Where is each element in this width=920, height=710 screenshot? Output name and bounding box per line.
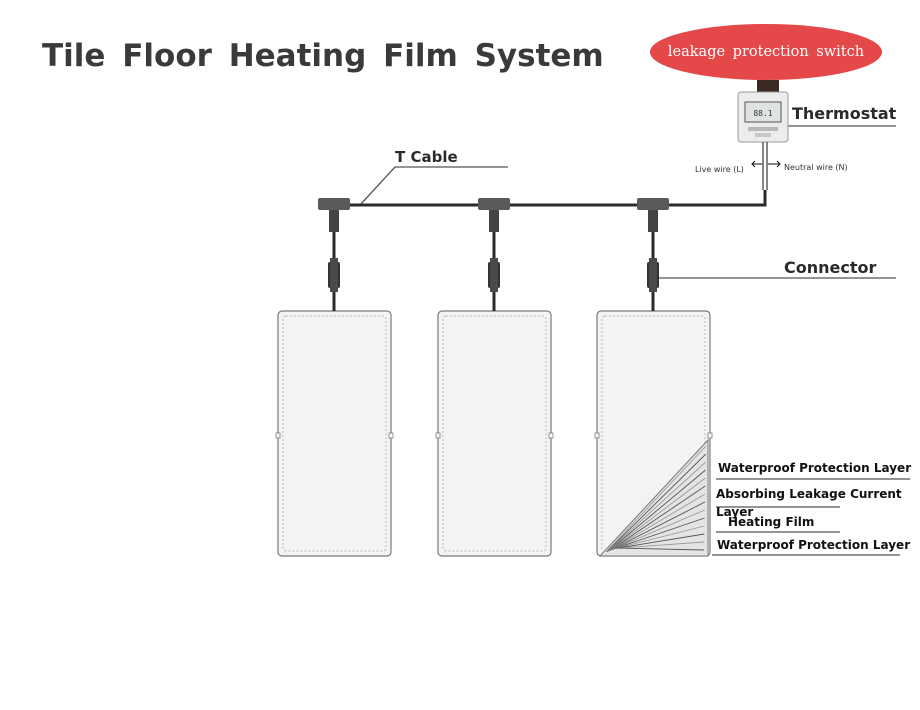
- layer-stripe: [615, 541, 705, 549]
- connector-body: [649, 258, 657, 292]
- thermostat-display: 88.1: [753, 109, 772, 118]
- heating-film-panel: [437, 310, 552, 557]
- wire-arrows: [751, 142, 781, 190]
- connector-body: [490, 258, 498, 292]
- layer-stripes: [605, 445, 707, 553]
- panel-border-dots: [601, 315, 706, 552]
- switch-label: leakage protection switch: [667, 44, 865, 60]
- layer-stripe: [611, 501, 706, 551]
- layer-label-waterproof-top: Waterproof Protection Layer: [718, 461, 912, 475]
- panel-border-dots: [442, 315, 547, 552]
- panel-terminal: [707, 432, 713, 439]
- peeled-layers: [598, 438, 709, 557]
- layer-stripe: [611, 509, 705, 550]
- switch-cord: [757, 80, 779, 92]
- live-wire-label: Live wire (L): [695, 165, 744, 174]
- thermostat-label: Thermostat: [792, 104, 897, 123]
- layer-stripe: [606, 453, 707, 553]
- t-junction: [637, 198, 669, 210]
- layer-stripe: [607, 461, 706, 552]
- panel-branches: [275, 198, 713, 557]
- thermostat-device: 88.1: [737, 91, 789, 143]
- layer-stripe: [608, 469, 706, 552]
- connector-label: Connector: [784, 258, 877, 277]
- panel-terminal: [388, 432, 394, 439]
- layer-stripe: [612, 517, 705, 550]
- layer-stripe: [614, 533, 705, 550]
- t-cable-bus: [318, 190, 767, 207]
- layer-stripe: [615, 547, 705, 551]
- panel-terminal: [594, 432, 600, 439]
- t-junction-stem: [489, 210, 499, 232]
- label-leader-lines: [359, 125, 910, 556]
- panel-terminal: [548, 432, 554, 439]
- layer-stripe: [609, 485, 706, 551]
- t-cable-label: T Cable: [395, 148, 458, 166]
- heating-film-panel: [277, 310, 392, 557]
- page-title: Tile Floor Heating Film System: [42, 38, 604, 74]
- panel-terminal: [435, 432, 441, 439]
- layer-stripe: [613, 525, 705, 550]
- leakage-protection-switch: leakage protection switch: [650, 24, 882, 80]
- layer-label-waterproof-bottom: Waterproof Protection Layer: [717, 538, 911, 552]
- t-junction-stem: [329, 210, 339, 232]
- layer-stripe: [608, 477, 706, 552]
- t-junction: [478, 198, 510, 210]
- connector-body: [330, 258, 338, 292]
- neutral-wire-label: Neutral wire (N): [784, 163, 848, 172]
- t-junction-stem: [648, 210, 658, 232]
- layer-stripe: [610, 493, 706, 551]
- layer-label-heating-film: Heating Film: [728, 515, 815, 529]
- panel-border-dots: [282, 315, 387, 552]
- panel-terminal: [275, 432, 281, 439]
- layer-stripe: [605, 445, 707, 553]
- layer-label-absorbing: Absorbing Leakage Current Layer: [716, 487, 902, 519]
- t-junction: [318, 198, 350, 210]
